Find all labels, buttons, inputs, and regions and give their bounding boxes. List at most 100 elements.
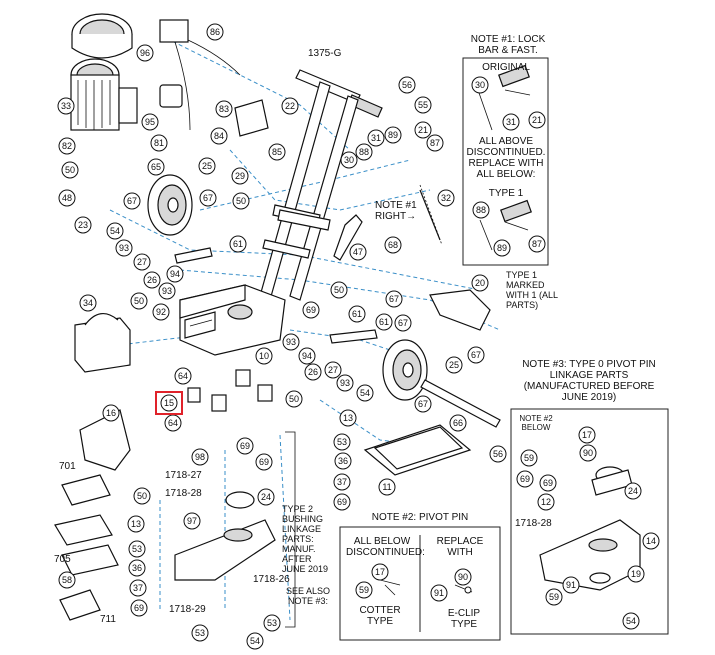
note1-box [462, 57, 549, 266]
part-number-p89: 89 [388, 130, 398, 140]
callout-circle [371, 563, 389, 581]
callout-circle [378, 478, 396, 496]
note1-title: NOTE #1: LOCK BAR & FAST. [470, 34, 546, 56]
callout-circle [298, 347, 316, 365]
callout-circle [130, 599, 148, 617]
part-number-p93a: 93 [119, 243, 129, 253]
part-number-p16: 16 [106, 408, 116, 418]
part-number-p56b: 56 [493, 449, 503, 459]
callout-circle [414, 121, 432, 139]
part-number-p27b: 27 [328, 365, 338, 375]
part-number-p50f: 50 [137, 491, 147, 501]
callout-circle [349, 243, 367, 261]
part-number-p17b: 17 [582, 430, 592, 440]
part-number-p13a: 13 [343, 413, 353, 423]
callout-circle [152, 303, 170, 321]
callout-circle [330, 281, 348, 299]
callout-circle [133, 253, 151, 271]
callout-circle [232, 192, 250, 210]
see-also-text: SEE ALSO NOTE #3: [285, 586, 331, 606]
callout-circle [150, 134, 168, 152]
part-number-p53d: 53 [267, 618, 277, 628]
part-number-p37a: 37 [337, 477, 347, 487]
plate-701 [61, 474, 111, 506]
label-1718-29: 1718-29 [169, 604, 206, 615]
callout-circle [324, 361, 342, 379]
callout-circle [430, 584, 448, 602]
part-number-p58: 58 [62, 575, 72, 585]
part-number-p37b: 37 [133, 583, 143, 593]
callout-circle [336, 374, 354, 392]
part-number-p34: 34 [83, 298, 93, 308]
callout-circle [74, 216, 92, 234]
callout-circle [333, 433, 351, 451]
part-number-p93d: 93 [340, 378, 350, 388]
callout-circle [281, 97, 299, 115]
part-number-p86: 86 [210, 27, 220, 37]
callout-circle [128, 559, 146, 577]
label-701: 701 [59, 461, 76, 472]
note2-left-head: ALL BELOW DISCONTINUED: [346, 536, 425, 558]
part-number-p67a: 67 [127, 196, 137, 206]
part-number-p69g: 69 [543, 478, 553, 488]
part-number-p69c: 69 [240, 441, 250, 451]
part-number-p50a: 50 [65, 165, 75, 175]
part-number-p64b: 64 [168, 418, 178, 428]
part-number-p14: 14 [646, 536, 656, 546]
callout-circle [160, 394, 178, 412]
part-number-p88n: 88 [476, 205, 486, 215]
part-number-p65: 65 [151, 162, 161, 172]
lever-47 [333, 214, 363, 261]
callout-circle [356, 384, 374, 402]
callout-circle [268, 143, 286, 161]
part-number-p12: 12 [541, 497, 551, 507]
callout-circle [516, 470, 534, 488]
callout-circle [579, 444, 597, 462]
callout-circle [123, 192, 141, 210]
link-61b [329, 329, 378, 344]
part-number-p19: 19 [631, 569, 641, 579]
callout-circle [578, 426, 596, 444]
title-code: 1375-G [308, 48, 342, 59]
part-number-p93b: 93 [162, 286, 172, 296]
callout-circle [385, 290, 403, 308]
part-number-p90a: 90 [458, 572, 468, 582]
callout-circle [257, 488, 275, 506]
callout-circle [58, 189, 76, 207]
part-number-p59a: 59 [359, 585, 369, 595]
callout-circle [255, 347, 273, 365]
part-number-p17a: 17 [375, 567, 385, 577]
callout-circle [58, 137, 76, 155]
part-number-p93c: 93 [286, 337, 296, 347]
callout-circle [384, 126, 402, 144]
part-number-p69b: 69 [337, 497, 347, 507]
spring-32 [419, 184, 443, 246]
callout-circle [133, 487, 151, 505]
callout-circle [61, 161, 79, 179]
callout-circle [129, 579, 147, 597]
part-number-p50b: 50 [236, 196, 246, 206]
callout-circle [136, 44, 154, 62]
note1-parts [477, 64, 532, 251]
note2-right-type: E-CLIP TYPE [447, 608, 481, 630]
part-number-p24b: 24 [628, 486, 638, 496]
callout-circle [130, 292, 148, 310]
callout-circle [545, 588, 563, 606]
part-number-p33: 33 [61, 101, 71, 111]
callout-circle [143, 271, 161, 289]
note3-box [510, 408, 669, 635]
type2-bracket [285, 431, 296, 628]
callout-circle [191, 448, 209, 466]
highlight-15 [155, 391, 183, 415]
callout-circle [627, 565, 645, 583]
callout-circle [102, 404, 120, 422]
lever-29 [277, 209, 331, 231]
plate-711 [59, 589, 101, 621]
part-number-p50e: 50 [289, 394, 299, 404]
part-number-p54a: 54 [110, 226, 120, 236]
part-number-p54b: 54 [360, 388, 370, 398]
callout-circle [414, 96, 432, 114]
part-number-p25a: 25 [202, 161, 212, 171]
